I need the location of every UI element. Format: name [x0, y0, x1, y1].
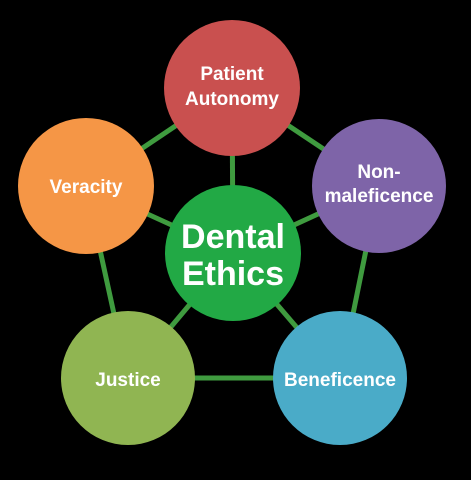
node-label-line1: Non-: [357, 162, 400, 183]
node-circle: [61, 311, 195, 445]
node-label-line1: Veracity: [50, 177, 123, 198]
node-label-line1: Beneficence: [284, 370, 396, 391]
node-dental-ethics-center: Dental Ethics: [165, 185, 301, 321]
node-beneficence: Beneficence: [273, 311, 407, 445]
node-patient-autonomy: Patient Autonomy: [164, 20, 300, 156]
node-veracity: Veracity: [18, 118, 154, 254]
node-circle: [312, 119, 446, 253]
node-label-line2: maleficence: [325, 186, 434, 207]
node-non-maleficence: Non- maleficence: [312, 119, 446, 253]
node-label-line1: Justice: [95, 370, 160, 391]
center-label-line1: Dental: [181, 218, 285, 256]
node-label-line1: Patient: [200, 64, 264, 85]
node-justice: Justice: [61, 311, 195, 445]
node-circle: [18, 118, 154, 254]
center-circle: [165, 185, 301, 321]
node-circle: [164, 20, 300, 156]
center-label-line2: Ethics: [182, 255, 284, 293]
node-label-line2: Autonomy: [185, 89, 279, 110]
node-circle: [273, 311, 407, 445]
